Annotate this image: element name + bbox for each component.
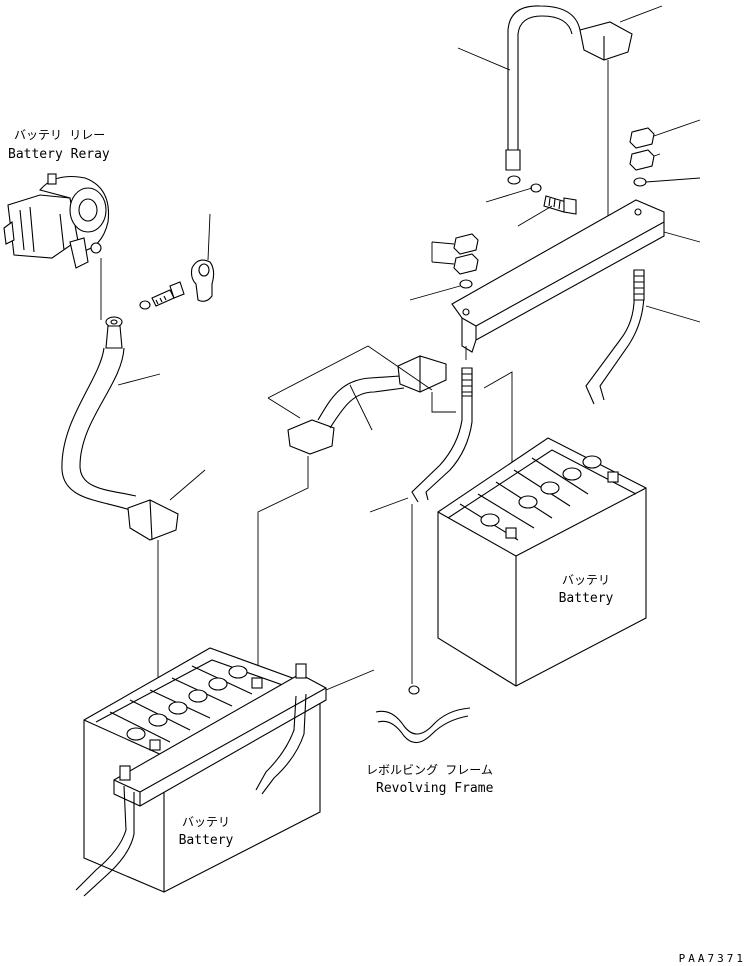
battery-left-en-label: Battery	[179, 833, 234, 848]
relay-battery-cable	[61, 316, 179, 541]
cell-caps-right	[480, 455, 602, 527]
battery-right	[437, 437, 647, 687]
frame-jp-label: レボルビング フレーム	[366, 763, 493, 777]
revolving-frame-symbol	[375, 707, 471, 744]
battery-relay-jp-label: バッテリ リレー	[14, 128, 105, 142]
battery-relay	[3, 173, 110, 269]
nut-left	[453, 233, 479, 289]
battery-bracket	[451, 199, 665, 353]
terminal-right	[505, 471, 619, 539]
battery-right-jp-label: バッテリ	[562, 573, 610, 587]
left-bracket	[113, 663, 327, 807]
terminal-cap	[190, 259, 215, 302]
terminal-left	[149, 677, 263, 751]
battery-relay-en-label: Battery Reray	[8, 147, 110, 162]
battery-right-en-label: Battery	[559, 591, 614, 606]
nut-right	[629, 127, 655, 187]
drawing-code: PAA7371	[679, 952, 746, 965]
rod-middle	[411, 367, 473, 503]
rod-right	[585, 269, 645, 405]
top-cable	[505, 5, 633, 185]
relay-bolt	[139, 281, 185, 310]
battery-left-jp-label: バッテリ	[182, 815, 230, 829]
frame-en-label: Revolving Frame	[376, 781, 494, 796]
bolt-top	[543, 195, 577, 215]
cell-caps-left	[126, 665, 248, 741]
jumper-cable	[287, 355, 447, 455]
